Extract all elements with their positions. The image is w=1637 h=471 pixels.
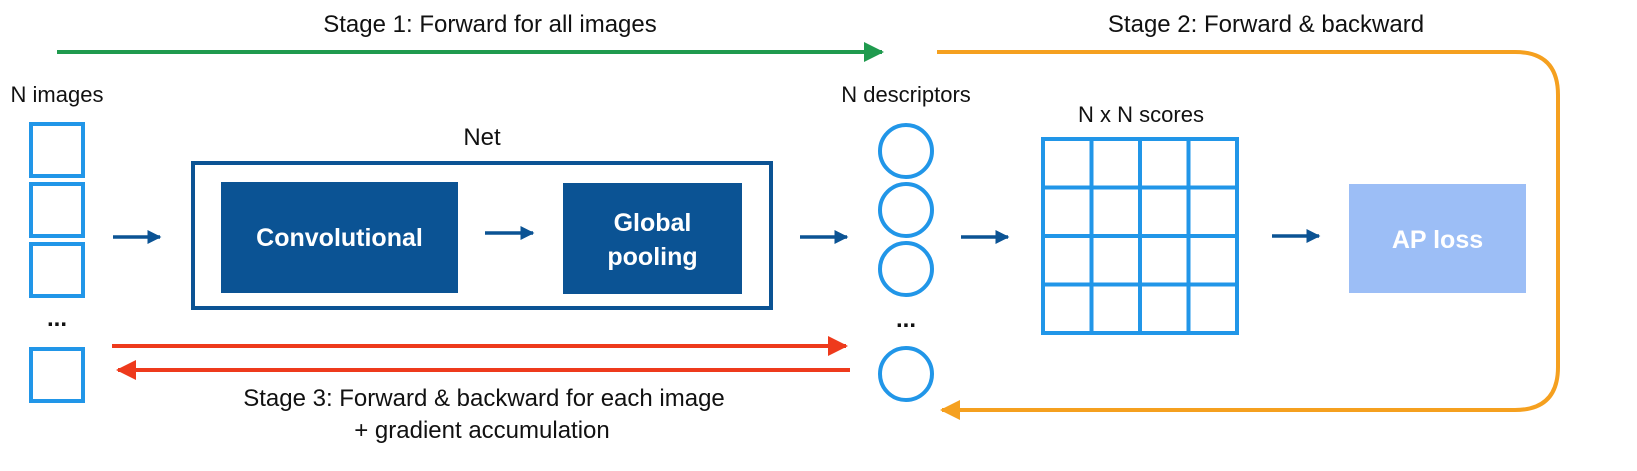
descriptors-ellipsis: ... bbox=[896, 306, 916, 333]
descriptor-circle bbox=[878, 123, 934, 179]
image-box bbox=[29, 347, 85, 403]
ap-loss-block bbox=[1349, 184, 1526, 293]
global-pooling-block bbox=[563, 183, 742, 294]
n-images-label: N images bbox=[11, 82, 104, 107]
n-descriptors-label: N descriptors bbox=[841, 82, 971, 107]
images-ellipsis: ... bbox=[47, 305, 67, 332]
ap-loss-label: AP loss bbox=[1392, 226, 1483, 254]
stage2-label: Stage 2: Forward & backward bbox=[1108, 11, 1424, 38]
scores-label: N x N scores bbox=[1078, 102, 1204, 127]
global-pooling-label: pooling bbox=[607, 243, 697, 271]
image-box bbox=[29, 242, 85, 298]
image-box bbox=[29, 122, 85, 178]
image-box bbox=[29, 182, 85, 238]
convolutional-label: Convolutional bbox=[256, 224, 423, 252]
stage3-label: + gradient accumulation bbox=[354, 417, 610, 444]
stage2-arrow bbox=[937, 50, 1560, 420]
descriptor-circle bbox=[878, 241, 934, 297]
convolutional-block bbox=[221, 182, 458, 293]
descriptor-circle bbox=[878, 182, 934, 238]
descriptor-circle bbox=[878, 346, 934, 402]
global-pooling-label: Global bbox=[614, 209, 692, 237]
stage3-label: Stage 3: Forward & backward for each ima… bbox=[243, 385, 725, 412]
net-container bbox=[191, 161, 773, 310]
net-label: Net bbox=[463, 124, 501, 151]
scores-grid bbox=[1041, 137, 1239, 335]
stage1-label: Stage 1: Forward for all images bbox=[323, 11, 656, 38]
